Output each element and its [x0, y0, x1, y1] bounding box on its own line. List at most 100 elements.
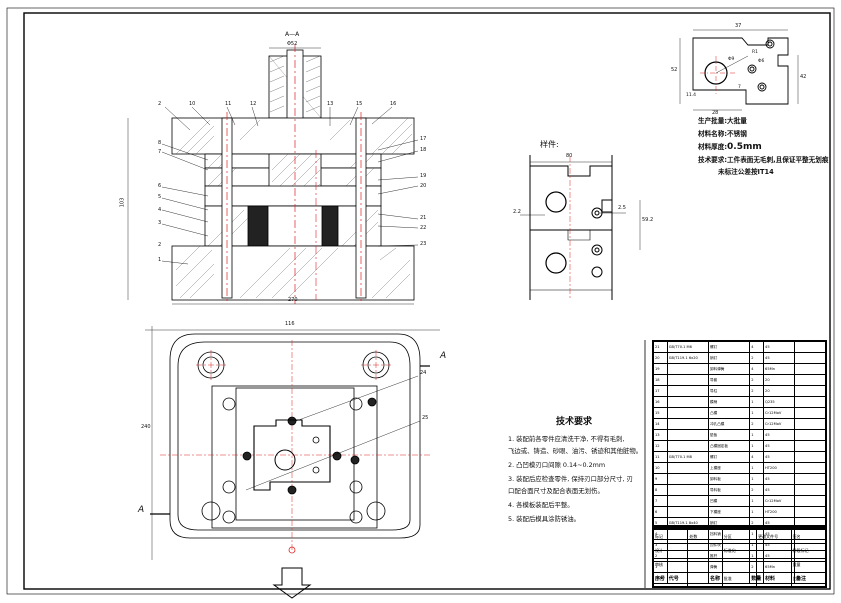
dim-sample-width: 80 [566, 153, 573, 159]
bom-cell [793, 418, 827, 430]
note-line: 5. 装配后模具涂防锈油。 [508, 515, 581, 523]
bom-cell [666, 473, 710, 485]
bom-cell: 螺钉 [708, 451, 751, 463]
bom-cell [666, 396, 710, 408]
dim-part-d2: 7 [738, 85, 741, 90]
sample-title: 样件: [540, 140, 559, 149]
part-number: 16 [390, 101, 397, 107]
bom-cell: 凸模 [708, 407, 751, 419]
bom-cell: 17 [653, 385, 668, 397]
bom-cell: Q235 [763, 396, 795, 408]
part-number: 3 [158, 220, 162, 226]
bom-cell: 65Mn [763, 363, 795, 375]
tb-cell [721, 557, 758, 573]
note-line: 飞边或、铸造、砂眼、油污、锈迹和其他脏物。 [508, 447, 643, 455]
bom-cell: 4 [749, 451, 765, 463]
bom-cell: 上模座 [708, 462, 751, 474]
dim-base: 270 [288, 297, 298, 303]
tb-cell [687, 557, 723, 573]
tb-cell: 重量 [790, 557, 827, 573]
spec-thickness: 0.5mm [727, 142, 762, 152]
dim-part-d1: Φ6 [758, 59, 765, 64]
bom-cell [666, 429, 710, 441]
bom-cell: 13 [653, 429, 668, 441]
part-number: 2 [158, 242, 162, 248]
bom-cell: 8 [653, 484, 668, 496]
spec-label: 材料厚度: [698, 143, 728, 151]
bom-cell: 导料板 [708, 484, 751, 496]
tb-cell [756, 543, 792, 559]
dim-sample-left: 2.2 [513, 209, 521, 215]
bom-cell: 20 [763, 385, 795, 397]
bom-cell: 1 [749, 396, 765, 408]
title-block: 标记处数分区更改文件号签名 设计标准化阶段标记 审核重量 工艺批准比例 [652, 526, 827, 588]
tb-cell: 标记 [652, 529, 689, 545]
bom-cell [666, 363, 710, 375]
bom-cell: 12 [653, 440, 668, 452]
bom-cell [666, 407, 710, 419]
inner-frame [23, 12, 831, 590]
bom-cell: 销钉 [708, 352, 751, 364]
bom-cell: 45 [763, 341, 795, 353]
dim-part-hole: Φ9 [728, 57, 735, 62]
bom-cell [793, 429, 827, 441]
dim-part-r: R1 [752, 50, 758, 55]
bom-cell: 45 [763, 484, 795, 496]
bom-cell [793, 341, 827, 353]
bom-cell: 1 [749, 407, 765, 419]
bom-cell: 45 [763, 440, 795, 452]
dim-part-small: 28 [712, 110, 719, 116]
part-number: 5 [158, 194, 162, 200]
bom-cell [666, 506, 710, 518]
bom-cell: 45 [763, 451, 795, 463]
bom-cell: 4 [749, 341, 765, 353]
tb-cell: 分区 [721, 529, 758, 545]
part-number: 12 [250, 101, 257, 107]
bom-cell [666, 484, 710, 496]
part-number: 11 [225, 101, 232, 107]
spec-line: 生产批量:大批量 [698, 117, 747, 125]
bom-cell: HT200 [763, 506, 795, 518]
part-number: 19 [420, 173, 427, 179]
bom-cell: 螺钉 [708, 341, 751, 353]
bom-cell [793, 385, 827, 397]
plan-view [145, 326, 440, 599]
bom-cell [666, 462, 710, 474]
bom-cell: 19 [653, 363, 668, 375]
tb-cell: 阶段标记 [790, 543, 827, 559]
bom-cell: 14 [653, 418, 668, 430]
bom-cell: Cr12MoV [763, 407, 795, 419]
bom-cell: 导套 [708, 374, 751, 386]
bom-cell: 4 [749, 363, 765, 375]
bom-cell: 1 [749, 495, 765, 507]
part-number: 4 [158, 207, 162, 213]
tb-cell [687, 571, 723, 588]
bom-cell: 导柱 [708, 385, 751, 397]
dim-part-width: 37 [735, 23, 742, 29]
part-number: 6 [158, 183, 162, 189]
bom-cell: 21 [653, 341, 668, 353]
sample-strip [520, 155, 641, 300]
part-number: 20 [420, 183, 427, 189]
dim-part-height: 52 [671, 67, 678, 73]
part-number: 2 [158, 101, 162, 107]
tb-cell: 审核 [652, 557, 689, 573]
balloon-label: 24 [420, 370, 427, 376]
part-number: 15 [356, 101, 363, 107]
section-arrow-label: A [440, 351, 447, 361]
bom-cell [793, 451, 827, 463]
dim-plan-width: 116 [285, 321, 295, 327]
note-line: 3. 装配后应检查零件, 保持刃口部分尺寸, 刃 [508, 475, 633, 483]
